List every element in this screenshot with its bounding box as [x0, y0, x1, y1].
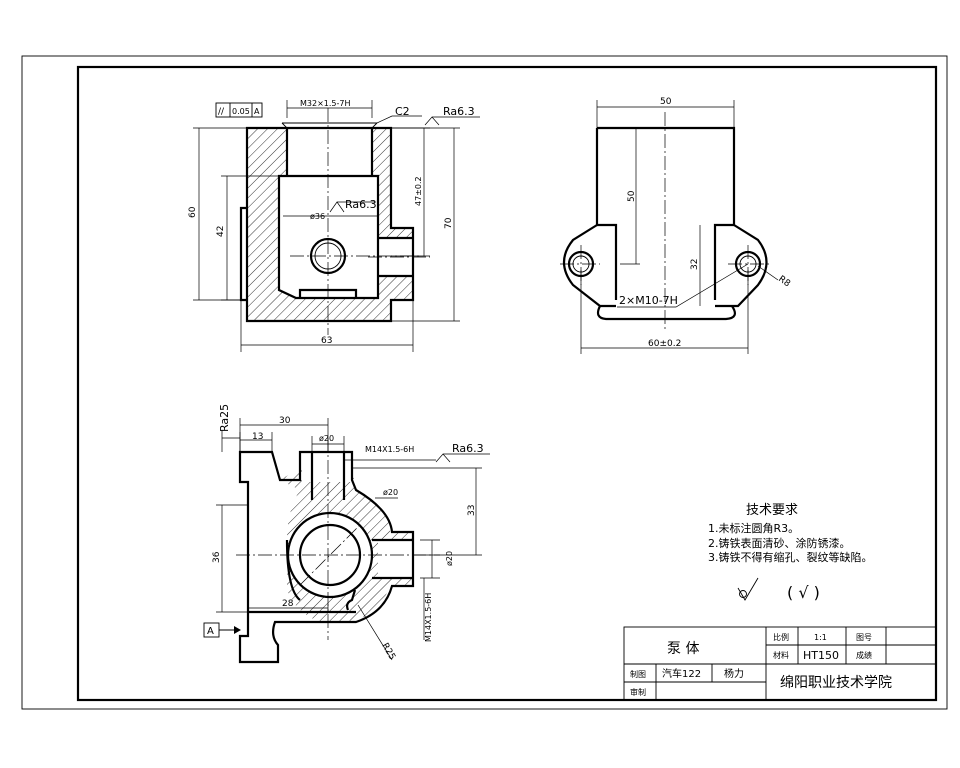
- thread-top-label: M32×1.5-7H: [300, 99, 351, 108]
- side-view: 50 50 32 R8 2×M10-7H 60±0.2: [560, 97, 792, 354]
- roughness-bore-label: Ra6.3: [345, 198, 377, 211]
- outer-border: [21, 55, 948, 710]
- dia-20-right: ø20: [445, 551, 454, 566]
- dia-inner-label: ø36: [310, 212, 325, 221]
- dim-70: 70: [444, 217, 454, 229]
- drawn-label: 制图: [630, 669, 646, 679]
- roughness-top-label: Ra6.3: [443, 105, 475, 118]
- radius-r8: R8: [776, 274, 792, 289]
- title-block: 泵 体 比例 1:1 图号 材料 HT150 成绩 制图 汽车122 杨力 审制…: [623, 626, 937, 701]
- dim-50-width: 50: [660, 97, 672, 107]
- class-value: 汽车122: [662, 667, 701, 680]
- thread-top-m14: M14X1.5-6H: [365, 445, 414, 454]
- requirements-title: 技术要求: [746, 503, 798, 518]
- requirement-3: 3.铸铁不得有缩孔、裂纹等缺陷。: [708, 550, 873, 564]
- technical-requirements: 技术要求 1.未标注圆角R3。 2.铸铁表面清砂、涂防锈漆。 3.铸铁不得有缩孔…: [708, 503, 873, 602]
- tol-symbol: //: [218, 107, 225, 117]
- dim-36: 36: [212, 551, 222, 563]
- dim-28: 28: [282, 599, 294, 609]
- tol-datum: A: [254, 107, 260, 116]
- thread-side-m14: M14X1.5-6H: [424, 593, 433, 642]
- checked-label: 审制: [630, 687, 646, 697]
- holes-label: 2×M10-7H: [619, 294, 678, 307]
- dim-63: 63: [321, 336, 332, 346]
- material-label: 材料: [773, 650, 789, 660]
- dia-20-mid: ø20: [383, 488, 398, 497]
- chamfer-label: C2: [395, 105, 410, 118]
- top-section-view: Ra25 30 13 ø20 M14X1.5-6H Ra6.3 ø20 33 3…: [203, 404, 490, 664]
- grade-label: 成绩: [856, 650, 872, 660]
- dia-20-top: ø20: [319, 434, 334, 443]
- roughness-ra25: Ra25: [218, 404, 231, 432]
- school-name: 绵阳职业技术学院: [780, 674, 892, 691]
- roughness-ra63-top: Ra6.3: [452, 442, 484, 455]
- scale-value: 1:1: [814, 633, 827, 642]
- requirement-2: 2.铸铁表面清砂、涂防锈漆。: [708, 536, 851, 550]
- inner-border: [76, 65, 938, 702]
- dim-13: 13: [252, 432, 263, 442]
- requirement-1: 1.未标注圆角R3。: [708, 521, 799, 535]
- part-name: 泵 体: [667, 641, 699, 657]
- dim-60-tol: 60±0.2: [648, 339, 681, 349]
- dim-32: 32: [690, 259, 700, 270]
- dim-50-height: 50: [627, 190, 637, 202]
- drawing-no-label: 图号: [856, 633, 872, 642]
- dim-30: 30: [279, 416, 291, 426]
- dim-33: 33: [467, 505, 477, 516]
- radius-r25: R25: [379, 642, 397, 662]
- material-value: HT150: [803, 649, 839, 662]
- roughness-rest-symbol: ( √ ): [787, 583, 820, 602]
- datum-a: A: [207, 626, 214, 637]
- dim-42: 42: [216, 226, 226, 237]
- front-section-view: // 0.05 A M32×1.5-7H C2 Ra6.3 Ra6.3 ø36 …: [188, 99, 480, 352]
- scale-label: 比例: [773, 632, 789, 642]
- dim-60: 60: [188, 206, 198, 218]
- dim-47: 47±0.2: [414, 176, 423, 206]
- tol-value: 0.05: [232, 107, 250, 116]
- drawer-value: 杨力: [724, 667, 744, 680]
